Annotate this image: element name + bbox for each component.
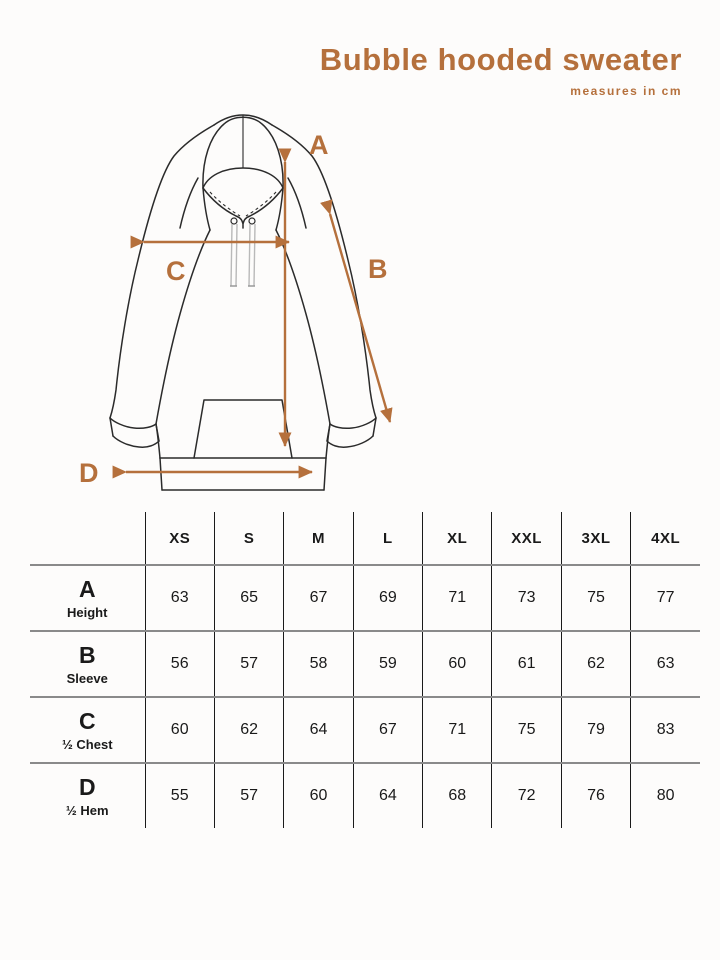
page-title: Bubble hooded sweater (319, 42, 682, 77)
garment-illustration: A B C D (58, 100, 428, 500)
header-corner-cell (30, 512, 145, 565)
row-label-d: D ½ Hem (30, 762, 145, 828)
row-letter: D (78, 773, 96, 800)
size-header-m: M (283, 512, 354, 565)
sweater-outline (109, 114, 377, 491)
table-row: C ½ Chest 60 62 64 67 71 75 79 83 (30, 696, 701, 763)
row-name: ½ Hem (65, 802, 109, 818)
cell-d-xl: 68 (422, 762, 492, 828)
size-header-4xl: 4XL (630, 512, 701, 565)
cell-a-s: 65 (213, 564, 284, 631)
cell-a-3xl: 75 (560, 564, 631, 631)
cell-c-4xl: 83 (630, 696, 701, 763)
cell-a-xxl: 73 (491, 564, 562, 631)
cell-b-xxl: 61 (491, 630, 562, 697)
cell-a-m: 67 (283, 564, 354, 631)
row-name: Sleeve (66, 670, 108, 686)
cell-c-l: 67 (352, 696, 423, 763)
row-label-a: A Height (30, 564, 145, 631)
cell-a-l: 69 (352, 564, 423, 631)
dimension-arrow-b (320, 199, 393, 423)
table-row: B Sleeve 56 57 58 59 60 61 62 63 (30, 630, 701, 697)
cell-d-s: 57 (213, 762, 284, 828)
cell-d-xs: 55 (144, 762, 215, 828)
table-header-row: XS S M L XL XXL 3XL 4XL (30, 512, 701, 565)
drawstring-eyelets (230, 217, 256, 225)
dimension-label-a: A (309, 130, 329, 160)
table-row: A Height 63 65 67 69 71 73 75 77 (30, 564, 701, 631)
cell-c-xxl: 75 (491, 696, 562, 763)
cell-a-xl: 71 (422, 564, 492, 631)
size-header-xl: XL (422, 512, 492, 565)
cell-c-xs: 60 (144, 696, 215, 763)
row-label-c: C ½ Chest (30, 696, 145, 763)
cell-c-s: 62 (213, 696, 284, 763)
table-row: D ½ Hem 55 57 60 64 68 72 76 80 (30, 762, 701, 828)
row-letter: A (78, 575, 96, 602)
cell-b-l: 59 (352, 630, 423, 697)
cell-a-4xl: 77 (630, 564, 701, 631)
cell-d-xxl: 72 (491, 762, 562, 828)
hood-stitching (209, 191, 277, 217)
cell-c-3xl: 79 (560, 696, 631, 763)
cell-a-xs: 63 (144, 564, 215, 631)
cell-b-m: 58 (283, 630, 354, 697)
cell-b-xs: 56 (144, 630, 215, 697)
cell-b-3xl: 62 (560, 630, 631, 697)
cell-c-m: 64 (283, 696, 354, 763)
size-header-xxl: XXL (491, 512, 562, 565)
dimension-label-b: B (368, 254, 388, 284)
size-header-s: S (213, 512, 284, 565)
size-header-3xl: 3XL (560, 512, 631, 565)
page-subtitle: measures in cm (570, 83, 682, 98)
cell-d-3xl: 76 (560, 762, 631, 828)
dimension-label-d: D (79, 458, 99, 488)
row-name: ½ Chest (61, 736, 113, 752)
size-chart-table: XS S M L XL XXL 3XL 4XL A Height 63 65 6… (30, 512, 701, 828)
cell-b-4xl: 63 (630, 630, 701, 697)
row-label-b: B Sleeve (30, 630, 145, 697)
row-letter: C (78, 707, 96, 734)
row-name: Height (67, 604, 108, 620)
cell-d-4xl: 80 (630, 762, 701, 828)
size-header-xs: XS (144, 512, 215, 565)
dimension-label-c: C (166, 256, 186, 286)
cell-d-m: 60 (283, 762, 354, 828)
cell-b-s: 57 (213, 630, 284, 697)
row-letter: B (78, 641, 96, 668)
page-header: Bubble hooded sweater measures in cm (319, 42, 682, 98)
size-header-l: L (352, 512, 423, 565)
cell-c-xl: 71 (422, 696, 492, 763)
cell-b-xl: 60 (422, 630, 492, 697)
cell-d-l: 64 (352, 762, 423, 828)
drawstrings (230, 223, 256, 287)
